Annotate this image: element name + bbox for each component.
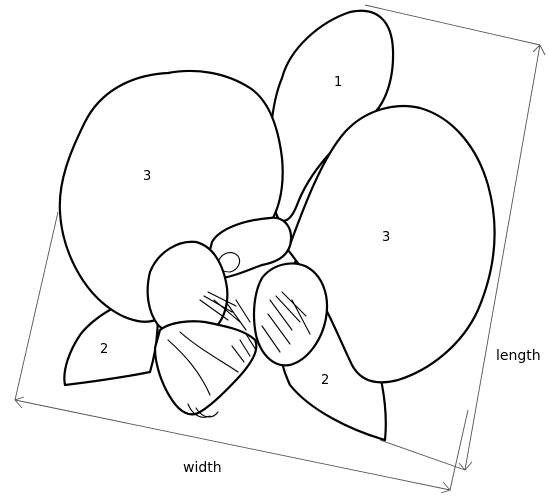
label-petal-right: 3 xyxy=(382,230,390,245)
length-extension-bottom xyxy=(380,440,465,470)
label-lateral-sepal-left: 2 xyxy=(100,342,108,357)
label-lateral-sepal-right: 2 xyxy=(321,373,329,388)
width-annotation: width xyxy=(183,460,222,476)
width-extension-right xyxy=(450,410,468,490)
label-dorsal-sepal: 1 xyxy=(334,75,342,90)
length-annotation: length xyxy=(496,348,541,364)
width-arrow-left xyxy=(15,397,24,408)
width-extension-left xyxy=(15,212,58,400)
lip-midlobe xyxy=(155,321,256,414)
width-arrow-right xyxy=(441,482,450,493)
label-petal-left: 3 xyxy=(143,169,151,184)
